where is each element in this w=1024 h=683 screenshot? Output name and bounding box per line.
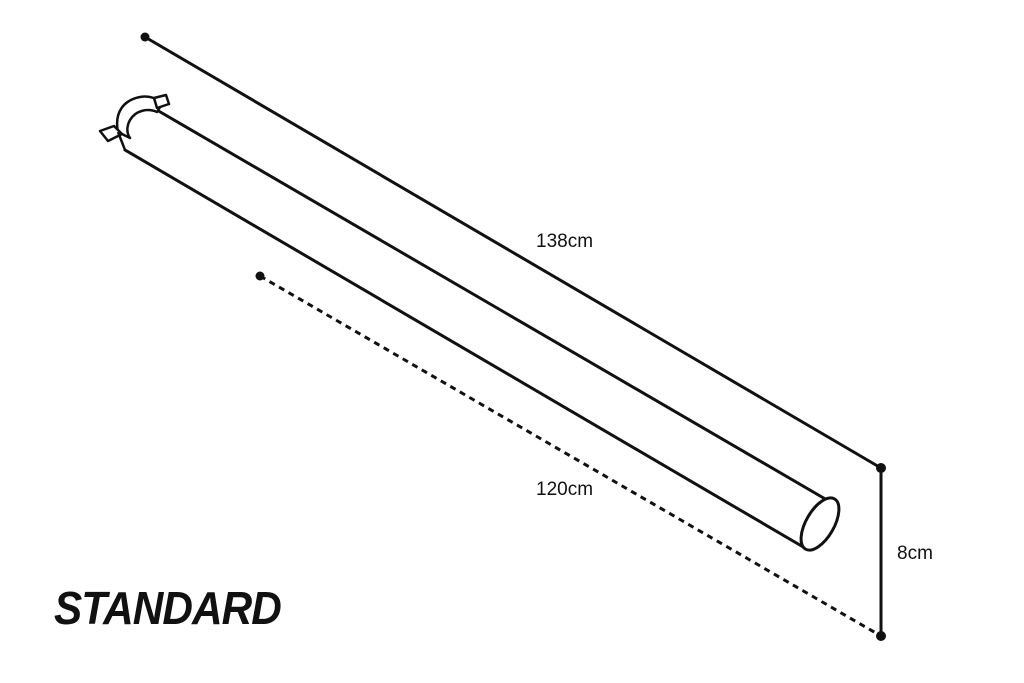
tube-top-edge bbox=[148, 104, 829, 502]
tube-length-start-dot bbox=[255, 271, 265, 281]
tube-end-cap bbox=[799, 496, 841, 552]
tube-length-label: 120cm bbox=[536, 479, 594, 500]
diameter-dimension bbox=[876, 466, 886, 641]
diameter-label: 8cm bbox=[897, 543, 933, 564]
tube-length-dimension bbox=[255, 271, 882, 638]
variant-title: STANDARD bbox=[54, 582, 282, 634]
overall-length-label: 138cm bbox=[536, 231, 594, 252]
bracket-tab-left bbox=[98, 124, 124, 143]
bracket-seam bbox=[116, 131, 127, 151]
tube-bottom-edge bbox=[123, 148, 807, 550]
overall-length-dimension bbox=[140, 32, 886, 473]
tube-body bbox=[123, 104, 841, 552]
tube-length-dashed-line bbox=[259, 274, 882, 638]
overall-length-line bbox=[143, 35, 883, 470]
mounting-bracket bbox=[98, 93, 171, 151]
bracket-tab-right bbox=[152, 93, 171, 110]
bracket-collar bbox=[115, 95, 164, 140]
overall-length-start-dot bbox=[140, 32, 150, 42]
